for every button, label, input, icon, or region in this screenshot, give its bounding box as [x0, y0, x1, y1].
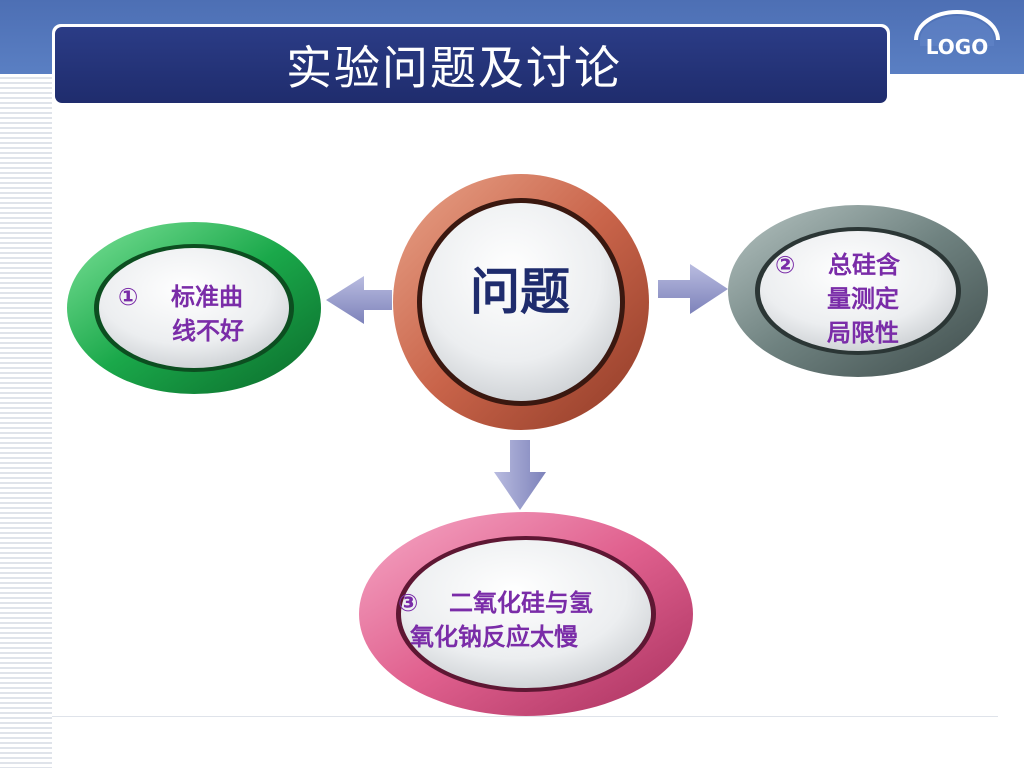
center-label: 问题 [470, 262, 570, 321]
title-bar: 实验问题及讨论 [52, 24, 890, 106]
item-1-marker: ① [118, 283, 139, 311]
item-1-line2: 线不好 [172, 317, 244, 345]
item-2-marker: ② [775, 251, 796, 279]
item-2-node [728, 205, 988, 377]
logo-text: LOGO [925, 35, 989, 59]
arrow-down-icon [494, 440, 546, 510]
item-3-marker: ③ [398, 589, 419, 617]
footer-divider [52, 716, 998, 717]
item-2-line2: 量测定 [827, 285, 899, 313]
item-2-line3: 局限性 [827, 319, 899, 347]
left-striped-strip [0, 74, 52, 768]
logo-arc-icon [914, 10, 1000, 46]
item-2-label: ② 总硅含 量测定 局限性 [775, 248, 900, 350]
item-3-node [359, 512, 693, 716]
arrow-right-icon [658, 264, 728, 314]
item-3-line2: 氧化钠反应太慢 [410, 623, 578, 651]
center-node [393, 174, 649, 430]
slide-title: 实验问题及讨论 [286, 41, 622, 95]
item-1-line1: 标准曲 [171, 283, 244, 311]
item-1-node [67, 222, 321, 394]
item-2-line1: 总硅含 [828, 251, 901, 279]
arrow-left-icon [326, 276, 392, 324]
logo: LOGO [912, 10, 1002, 72]
item-3-label: ③ 二氧化硅与氢 氧化钠反应太慢 [398, 586, 593, 654]
item-3-line1: 二氧化硅与氢 [449, 589, 594, 617]
title-bar-fill: 实验问题及讨论 [55, 27, 887, 103]
item-1-label: ① 标准曲 线不好 [118, 280, 244, 348]
